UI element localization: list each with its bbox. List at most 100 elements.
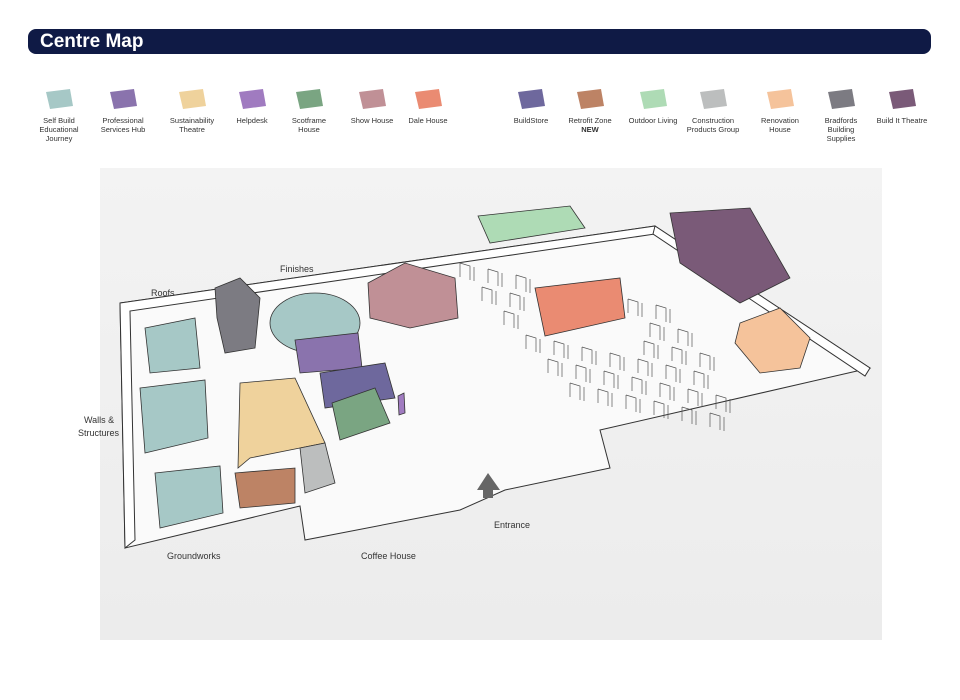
legend-item: Bradfords Building Supplies	[814, 86, 868, 143]
legend-swatch-icon	[889, 89, 916, 109]
booth	[653, 400, 669, 419]
booth	[681, 406, 697, 425]
legend-item: Construction Products Group	[686, 86, 740, 134]
legend-label: Dale House	[408, 116, 448, 125]
legend-swatch-icon	[577, 89, 604, 109]
zone-label-walls: Walls &	[84, 415, 115, 425]
zone-label-roofs: Roofs	[151, 288, 175, 298]
booth	[515, 274, 531, 293]
legend-item: Renovation House	[753, 86, 807, 134]
build-it-theatre-stand	[669, 207, 791, 304]
booth	[553, 340, 569, 359]
renovation-house-stand	[734, 307, 811, 374]
self-build-journey-c	[154, 465, 224, 529]
legend-swatch-icon	[359, 89, 386, 109]
legend-label: Retrofit Zone	[568, 116, 612, 125]
legend-item: Build It Theatre	[875, 86, 929, 125]
booth	[525, 334, 541, 353]
legend-item: Outdoor Living	[626, 86, 680, 125]
legend-item: Self Build Educational Journey	[32, 86, 86, 143]
zone-label-groundworks: Groundworks	[167, 551, 221, 561]
booth	[575, 364, 591, 383]
shell-scheme-booths	[459, 262, 731, 431]
professional-services-hub-stand	[294, 332, 363, 374]
booth	[481, 286, 497, 305]
booth	[609, 352, 625, 371]
legend-label: Scotframe House	[291, 116, 327, 134]
legend-swatch-icon	[46, 89, 73, 109]
title-bar: Centre Map	[28, 29, 931, 54]
legend-swatch-icon	[110, 89, 137, 109]
booth	[627, 298, 643, 317]
zone-label-coffee-house: Coffee House	[361, 551, 416, 561]
legend-swatch-icon	[296, 89, 323, 109]
booth	[659, 382, 675, 401]
legend-swatch-icon	[828, 89, 855, 109]
legend-label: Build It Theatre	[876, 116, 928, 125]
legend-label: Show House	[350, 116, 394, 125]
legend-swatch-icon	[415, 89, 442, 109]
legend-item: Dale House	[401, 86, 455, 125]
booth	[569, 382, 585, 401]
helpdesk-stand	[397, 392, 406, 416]
legend-swatch-icon	[179, 89, 206, 109]
legend-label: Bradfords Building Supplies	[824, 116, 858, 143]
legend-swatch-icon	[767, 89, 794, 109]
legend-item: Professional Services Hub	[96, 86, 150, 134]
booth	[637, 358, 653, 377]
booth	[625, 394, 641, 413]
legend-swatch-icon	[700, 89, 727, 109]
dale-house-stand	[534, 277, 626, 337]
legend-label: Renovation House	[761, 116, 799, 134]
booth	[603, 370, 619, 389]
retrofit-zone-stand	[234, 467, 296, 509]
booth	[699, 352, 715, 371]
floor-plan-svg	[100, 168, 882, 640]
page-title: Centre Map	[40, 31, 144, 52]
sustainability-theatre-stand	[237, 377, 326, 469]
legend-label: Sustainability Theatre	[169, 116, 215, 134]
booth	[487, 268, 503, 287]
legend-label: Professional Services Hub	[100, 116, 146, 134]
new-badge: NEW	[581, 125, 599, 134]
outdoor-living-stand	[477, 205, 586, 244]
show-house-stand	[367, 262, 459, 329]
legend-swatch-icon	[239, 89, 266, 109]
legend-item: Sustainability Theatre	[165, 86, 219, 134]
scotframe-house-stand	[331, 387, 391, 441]
bradfords-stand	[214, 277, 261, 354]
legend-label: Construction Products Group	[686, 116, 740, 134]
zone-label-entrance: Entrance	[494, 520, 531, 530]
booth	[709, 412, 725, 431]
legend-label: Self Build Educational Journey	[39, 116, 79, 143]
construction-products-stand	[299, 442, 336, 494]
legend-item: Show House	[345, 86, 399, 125]
booth	[509, 292, 525, 311]
stands	[139, 205, 811, 529]
booth	[649, 322, 665, 341]
self-build-journey-b	[139, 379, 209, 454]
legend-item: Scotframe House	[282, 86, 336, 134]
zone-label-structures: Structures	[78, 428, 120, 438]
booth	[643, 340, 659, 359]
zone-label-finishes: Finishes	[280, 264, 314, 274]
legend-item: Helpdesk	[225, 86, 279, 125]
booth	[687, 388, 703, 407]
legend-label: BuildStore	[513, 116, 549, 125]
legend-swatch-icon	[640, 89, 667, 109]
legend-label: Helpdesk	[236, 116, 268, 125]
booth	[581, 346, 597, 365]
legend-item: BuildStore	[504, 86, 558, 125]
booth	[693, 370, 709, 389]
booth	[503, 310, 519, 329]
self-build-journey-a	[144, 317, 201, 374]
booth	[671, 346, 687, 365]
booth	[597, 388, 613, 407]
booth	[665, 364, 681, 383]
booth	[631, 376, 647, 395]
legend-swatch-icon	[518, 89, 545, 109]
entrance-arrow-icon	[477, 473, 500, 498]
booth	[715, 394, 731, 413]
floor-map	[100, 168, 882, 645]
